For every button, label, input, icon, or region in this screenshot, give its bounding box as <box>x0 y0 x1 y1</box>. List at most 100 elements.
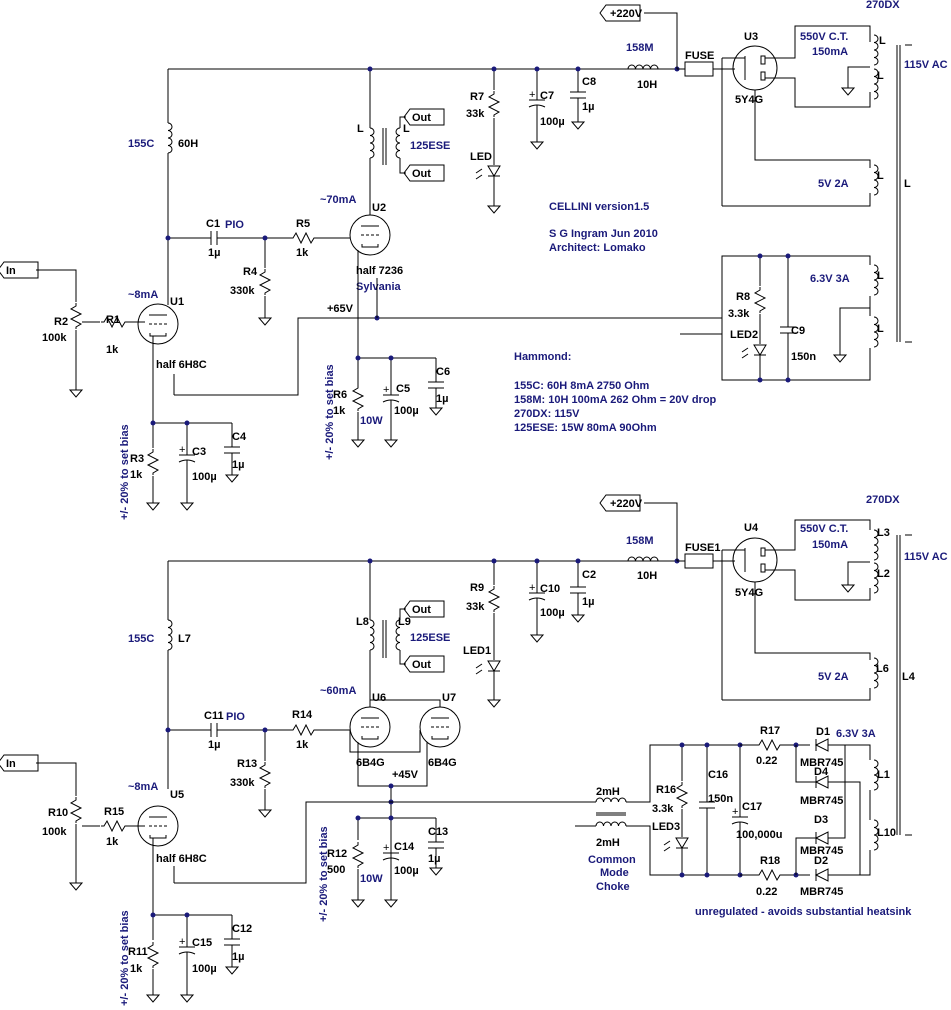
svg-text:C1: C1 <box>206 218 220 230</box>
svg-text:Out: Out <box>412 168 431 180</box>
svg-text:155C: 60H 8mA 2750 Ohm: 155C: 60H 8mA 2750 Ohm <box>514 380 650 392</box>
title: CELLINI version1.5 <box>549 201 649 213</box>
svg-text:1k: 1k <box>106 836 119 848</box>
svg-text:5V 2A: 5V 2A <box>818 178 849 190</box>
svg-text:C9: C9 <box>791 325 805 337</box>
svg-text:R11: R11 <box>128 946 148 958</box>
svg-text:R3: R3 <box>130 453 144 465</box>
svg-text:100µ: 100µ <box>540 607 565 619</box>
svg-text:LED3: LED3 <box>652 821 680 833</box>
svg-text:C15: C15 <box>192 937 212 949</box>
svg-text:1µ: 1µ <box>232 951 244 963</box>
svg-text:R15: R15 <box>104 806 124 818</box>
svg-text:In: In <box>6 758 16 770</box>
svg-text:158M: 158M <box>626 535 654 547</box>
svg-text:Common: Common <box>588 854 636 866</box>
svg-text:half 6H8C: half 6H8C <box>156 853 207 865</box>
svg-text:1µ: 1µ <box>582 101 594 113</box>
svg-text:550V C.T.: 550V C.T. <box>800 523 848 535</box>
svg-text:L6: L6 <box>876 663 889 675</box>
svg-text:U5: U5 <box>170 789 184 801</box>
svg-text:D2: D2 <box>814 855 828 867</box>
svg-text:D4: D4 <box>814 766 829 778</box>
svg-text:R14: R14 <box>292 709 313 721</box>
svg-text:C6: C6 <box>436 366 450 378</box>
svg-text:L: L <box>357 123 364 135</box>
svg-text:~8mA: ~8mA <box>128 781 158 793</box>
svg-text:1µ: 1µ <box>428 853 440 865</box>
svg-text:PIO: PIO <box>226 711 245 723</box>
svg-text:330k: 330k <box>230 777 255 789</box>
svg-text:Out: Out <box>412 659 431 671</box>
svg-text:Out: Out <box>412 112 431 124</box>
notes: CELLINI version1.5 S G Ingram Jun 2010 A… <box>514 201 717 434</box>
svg-text:2mH: 2mH <box>596 786 620 798</box>
svg-text:270DX: 115V: 270DX: 115V <box>514 408 580 420</box>
svg-text:330k: 330k <box>230 285 255 297</box>
svg-text:0.22: 0.22 <box>756 886 777 898</box>
svg-text:R9: R9 <box>470 582 484 594</box>
svg-text:C7: C7 <box>540 90 554 102</box>
svg-text:U6: U6 <box>372 692 386 704</box>
svg-text:L: L <box>877 170 884 182</box>
svg-text:C14: C14 <box>394 841 415 853</box>
svg-text:115V AC: 115V AC <box>904 59 948 71</box>
svg-text:1k: 1k <box>296 739 309 751</box>
svg-text:125ESE: 125ESE <box>410 140 450 152</box>
svg-text:FUSE1: FUSE1 <box>685 542 720 554</box>
svg-text:FUSE: FUSE <box>685 50 714 62</box>
svg-text:L4: L4 <box>902 671 916 683</box>
svg-text:R12: R12 <box>327 848 347 860</box>
svg-text:C5: C5 <box>396 383 410 395</box>
svg-text:C2: C2 <box>582 569 596 581</box>
svg-text:+/- 20% to set bias: +/- 20% to set bias <box>119 910 131 1006</box>
svg-text:D3: D3 <box>814 814 828 826</box>
svg-text:R18: R18 <box>760 855 780 867</box>
svg-text:LED: LED <box>470 151 492 163</box>
svg-text:3.3k: 3.3k <box>652 803 674 815</box>
svg-text:33k: 33k <box>466 601 485 613</box>
svg-text:unregulated - avoids substanti: unregulated - avoids substantial heatsin… <box>695 906 912 918</box>
svg-text:100µ: 100µ <box>394 405 419 417</box>
svg-text:Architect: Lomako: Architect: Lomako <box>549 242 646 254</box>
svg-text:1µ: 1µ <box>582 596 594 608</box>
svg-text:U3: U3 <box>744 31 758 43</box>
svg-text:158M: 10H 100mA 262 Ohm = 20V: 158M: 10H 100mA 262 Ohm = 20V drop <box>514 394 717 406</box>
svg-text:MBR745: MBR745 <box>800 757 843 769</box>
svg-text:100k: 100k <box>42 826 67 838</box>
svg-text:100µ: 100µ <box>394 865 419 877</box>
svg-text:1k: 1k <box>130 469 143 481</box>
svg-text:C8: C8 <box>582 76 596 88</box>
svg-text:R7: R7 <box>470 91 484 103</box>
svg-text:1µ: 1µ <box>208 247 220 259</box>
svg-text:5Y4G: 5Y4G <box>735 94 763 106</box>
svg-text:33k: 33k <box>466 108 485 120</box>
svg-text:L3: L3 <box>877 527 890 539</box>
svg-text:1k: 1k <box>130 963 143 975</box>
svg-text:L7: L7 <box>178 633 191 645</box>
svg-text:1µ: 1µ <box>436 393 448 405</box>
svg-text:R4: R4 <box>243 266 258 278</box>
svg-text:Mode: Mode <box>600 867 629 879</box>
svg-text:L: L <box>877 270 884 282</box>
svg-text:R5: R5 <box>296 218 310 230</box>
svg-text:half 7236: half 7236 <box>356 265 403 277</box>
svg-text:R17: R17 <box>760 725 780 737</box>
svg-text:R6: R6 <box>333 389 347 401</box>
svg-text:1k: 1k <box>333 405 346 417</box>
svg-text:+45V: +45V <box>392 769 419 781</box>
svg-text:L10: L10 <box>877 827 896 839</box>
svg-text:10W: 10W <box>360 415 383 427</box>
svg-text:R2: R2 <box>54 316 68 328</box>
svg-text:270DX: 270DX <box>866 494 900 506</box>
svg-text:R1: R1 <box>106 314 120 326</box>
svg-text:150n: 150n <box>708 793 733 805</box>
svg-text:C11: C11 <box>204 710 224 722</box>
svg-text:L: L <box>877 70 884 82</box>
svg-text:PIO: PIO <box>225 219 244 231</box>
svg-text:+/- 20% to set bias: +/- 20% to set bias <box>324 364 336 460</box>
svg-text:R10: R10 <box>48 807 68 819</box>
lbl-155c-u: 155C <box>128 138 154 150</box>
in-port-u: In <box>6 265 16 277</box>
svg-text:C3: C3 <box>192 446 206 458</box>
